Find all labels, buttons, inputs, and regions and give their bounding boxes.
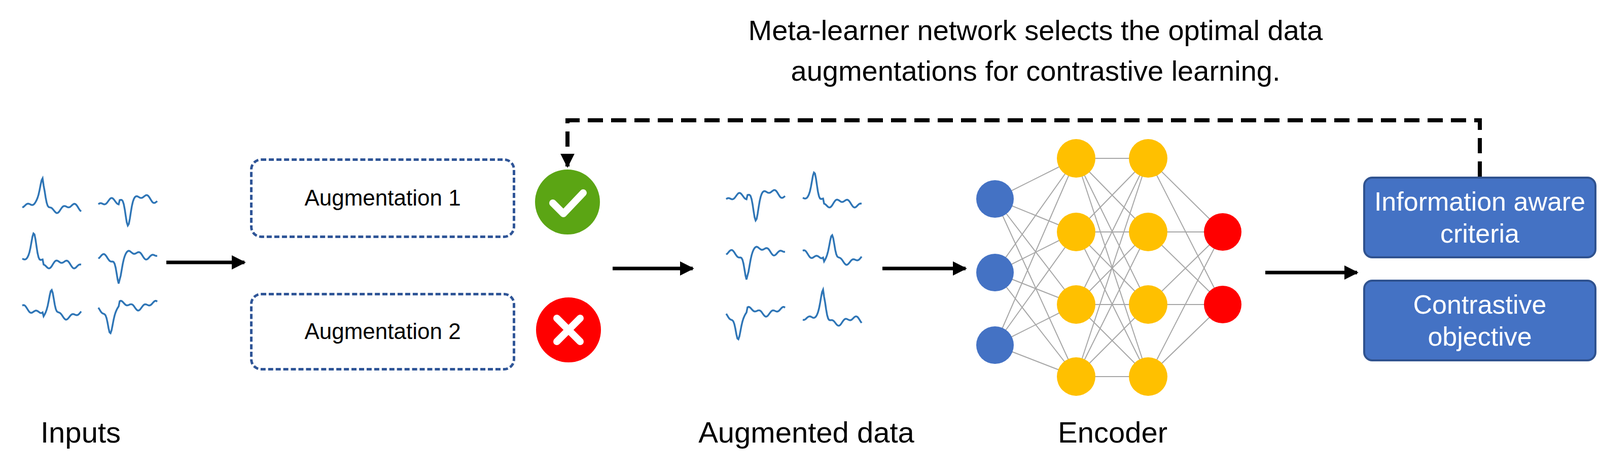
flow-arrows <box>166 262 1358 273</box>
waveform <box>802 234 862 265</box>
waveform <box>726 306 786 340</box>
waveform <box>802 289 862 326</box>
network-link <box>994 231 1077 345</box>
neuron <box>1128 212 1168 252</box>
node-text: Information aware criteria <box>1372 185 1588 250</box>
neuron <box>1128 138 1168 178</box>
part-label: Augmented data <box>698 414 915 449</box>
network-link <box>1076 158 1149 377</box>
neuron <box>1056 357 1096 396</box>
neuron <box>976 180 1014 218</box>
criteria-box: Information aware criteria <box>1363 176 1597 259</box>
waveform <box>98 195 158 226</box>
node-text: Contrastive objective <box>1372 288 1588 352</box>
cross-icon <box>536 297 601 363</box>
objective-box: Contrastive objective <box>1363 279 1597 362</box>
waveform <box>726 246 786 280</box>
neuron <box>1203 285 1242 324</box>
check-icon <box>535 169 600 235</box>
node-text: Augmentation 1 <box>304 184 461 212</box>
waveform <box>802 172 862 208</box>
waveform <box>98 250 158 284</box>
node-text: Augmentation 2 <box>304 317 461 345</box>
waveform <box>22 178 82 213</box>
neuron <box>1056 212 1096 252</box>
augmentation-box: Augmentation 1 <box>250 158 516 238</box>
neuron <box>1128 357 1168 396</box>
neuron <box>976 253 1014 292</box>
augmentation-box: Augmentation 2 <box>250 292 516 371</box>
neuron <box>1128 285 1168 324</box>
neuron <box>1056 138 1096 178</box>
feedback-connector <box>567 120 1480 177</box>
network-link <box>994 158 1077 273</box>
part-label: Encoder <box>1057 414 1168 449</box>
neuron <box>1203 212 1242 251</box>
network-neurons <box>976 138 1242 396</box>
waveform <box>98 300 158 334</box>
waveform <box>22 289 82 319</box>
network-links <box>994 158 1223 377</box>
waveform <box>22 233 82 269</box>
waveform <box>726 190 786 221</box>
network-link <box>1076 158 1149 377</box>
neuron <box>976 326 1014 364</box>
title-text: Meta-learner network selects the optimal… <box>690 10 1381 92</box>
neuron <box>1056 285 1096 324</box>
part-label: Inputs <box>40 414 121 449</box>
